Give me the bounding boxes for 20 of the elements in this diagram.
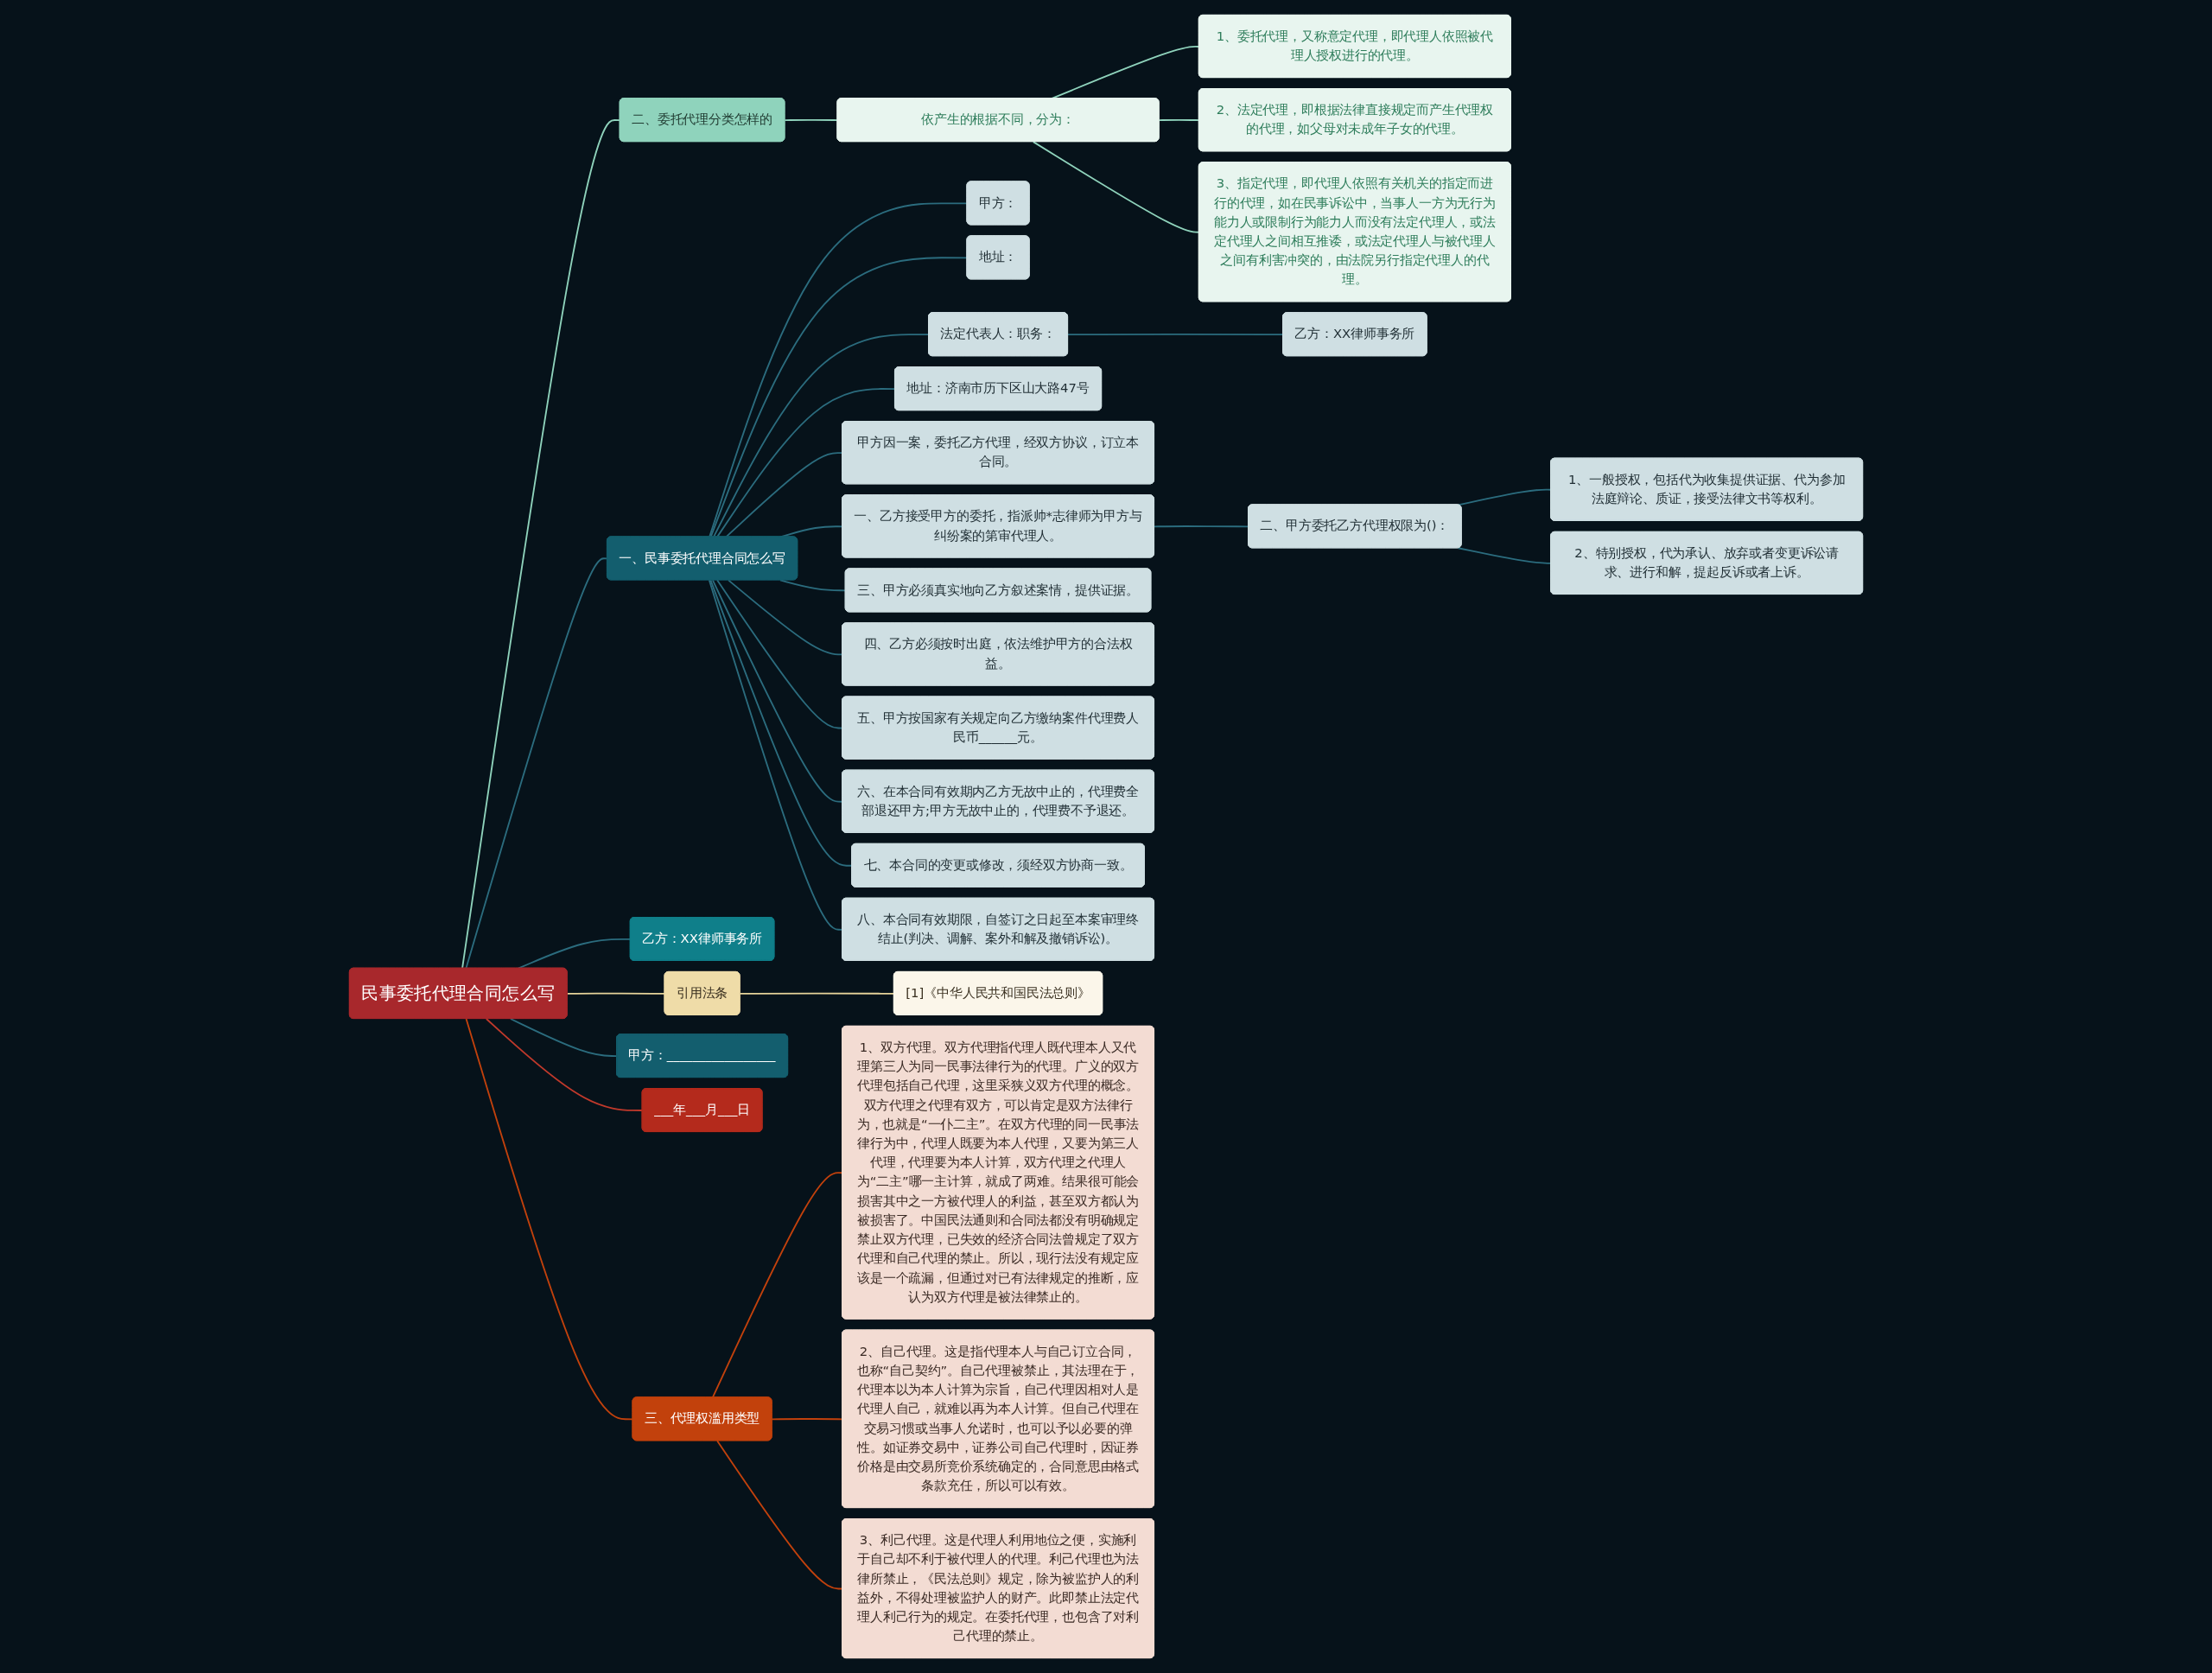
connector [708,579,843,931]
connector [566,992,666,995]
connector [784,118,839,122]
connector [517,938,632,970]
connector [711,579,843,803]
connector [728,579,843,656]
connector [716,1440,843,1590]
connector [465,557,608,970]
connector [779,579,847,592]
connector [1032,141,1200,233]
connector [1154,525,1249,528]
connector [465,1018,634,1421]
connector [1158,118,1200,122]
connector [485,1018,644,1111]
connector [771,1418,843,1421]
connector [461,119,621,970]
connector [510,1018,618,1057]
connector [739,992,895,995]
connector [716,579,843,729]
connector [1067,333,1284,336]
